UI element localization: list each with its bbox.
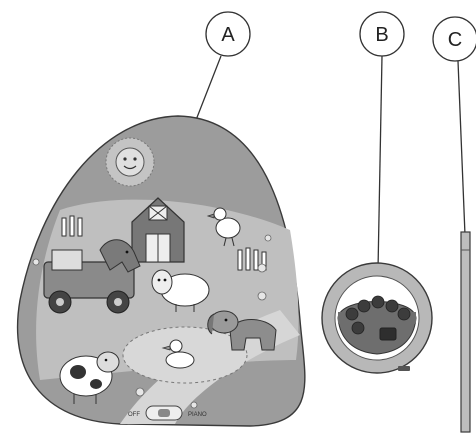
callout-c-leader [457,60,466,236]
truck-illustration [43,249,135,314]
callout-b: B [359,11,405,271]
wheel-buttons[interactable] [345,295,411,335]
strap [460,231,471,433]
duck-illustration [161,339,195,369]
wheel-badge [398,366,410,371]
mode-switch[interactable]: OFF PIANO [128,405,207,421]
switch-piano-label: PIANO [188,412,207,418]
fence-left [61,215,83,237]
barn-illustration [131,197,185,263]
chicken-illustration [206,207,241,247]
sheep-illustration [151,269,210,312]
switch-off-label: OFF [128,412,140,418]
callout-b-leader [377,55,383,271]
wheel-display [379,327,397,341]
callout-a-leader [195,55,222,121]
flower-decorations [32,234,272,409]
callout-a: A [195,11,251,121]
callout-a-label: A [221,24,235,46]
callout-b-label: B [375,24,388,46]
play-mat: OFF PIANO [16,115,306,427]
sun-illustration [105,137,155,187]
callout-c: C [432,16,476,236]
dog-illustration [207,310,277,351]
cow-illustration [59,351,120,404]
horse-illustration [99,239,141,273]
callout-c-label: C [448,29,462,51]
steering-wheel [321,262,433,374]
